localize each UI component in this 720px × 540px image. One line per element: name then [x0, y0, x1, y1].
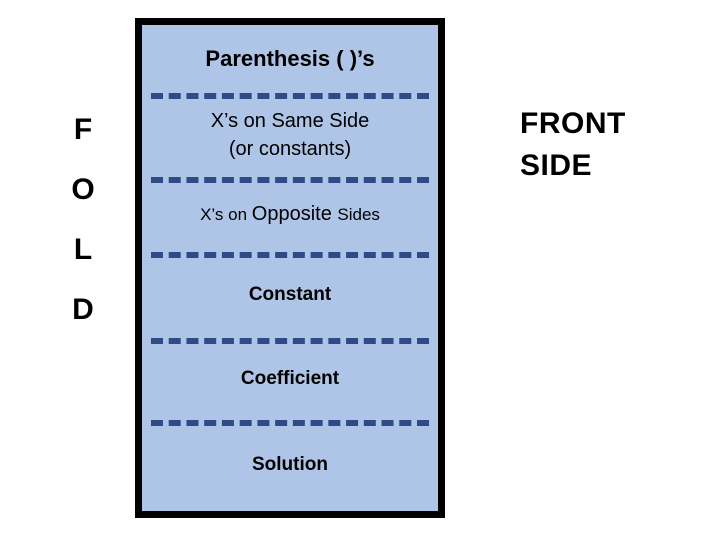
dashed-separator-1 [151, 93, 429, 99]
fold-letter-l: L [73, 233, 93, 266]
front-side-label-line2: SIDE [520, 149, 593, 182]
opposite-pre: X’s on [200, 205, 252, 224]
steps-panel: Parenthesis ( )’s X’s on Same Side (or c… [135, 18, 445, 518]
fold-acronym-column: F O L D [52, 100, 114, 340]
opposite-big: Opposite [251, 203, 338, 225]
dashed-separator-3 [151, 252, 429, 258]
panel-row-coefficient: Coefficient [142, 338, 438, 420]
panel-row-parenthesis: Parenthesis ( )’s [142, 25, 438, 93]
panel-row-opposite-sides-text: X’s on Opposite Sides [200, 203, 380, 226]
fold-letter-d: D [72, 293, 94, 326]
panel-row-opposite-sides: X’s on Opposite Sides [142, 177, 438, 252]
front-side-label: FRONT SIDE [520, 103, 626, 187]
panel-row-same-side-line1: X’s on Same Side [210, 110, 370, 132]
fold-letter-f: F [73, 113, 93, 146]
opposite-post: Sides [337, 205, 380, 224]
dashed-separator-4 [151, 338, 429, 344]
panel-row-same-side: X’s on Same Side (or constants) [142, 93, 438, 177]
steps-panel-inner: Parenthesis ( )’s X’s on Same Side (or c… [142, 25, 438, 511]
panel-row-same-side-line2: (or constants) [228, 138, 352, 160]
panel-row-coefficient-label: Coefficient [240, 368, 340, 389]
dashed-separator-2 [151, 177, 429, 183]
fold-letter-o: O [71, 173, 95, 206]
panel-row-solution-label: Solution [252, 454, 328, 475]
dashed-separator-5 [151, 420, 429, 426]
panel-row-constant: Constant [142, 252, 438, 338]
panel-row-constant-label: Constant [248, 284, 332, 305]
panel-row-solution: Solution [142, 420, 438, 510]
front-side-label-line1: FRONT [520, 107, 626, 140]
panel-row-parenthesis-label: Parenthesis ( )’s [205, 46, 375, 71]
